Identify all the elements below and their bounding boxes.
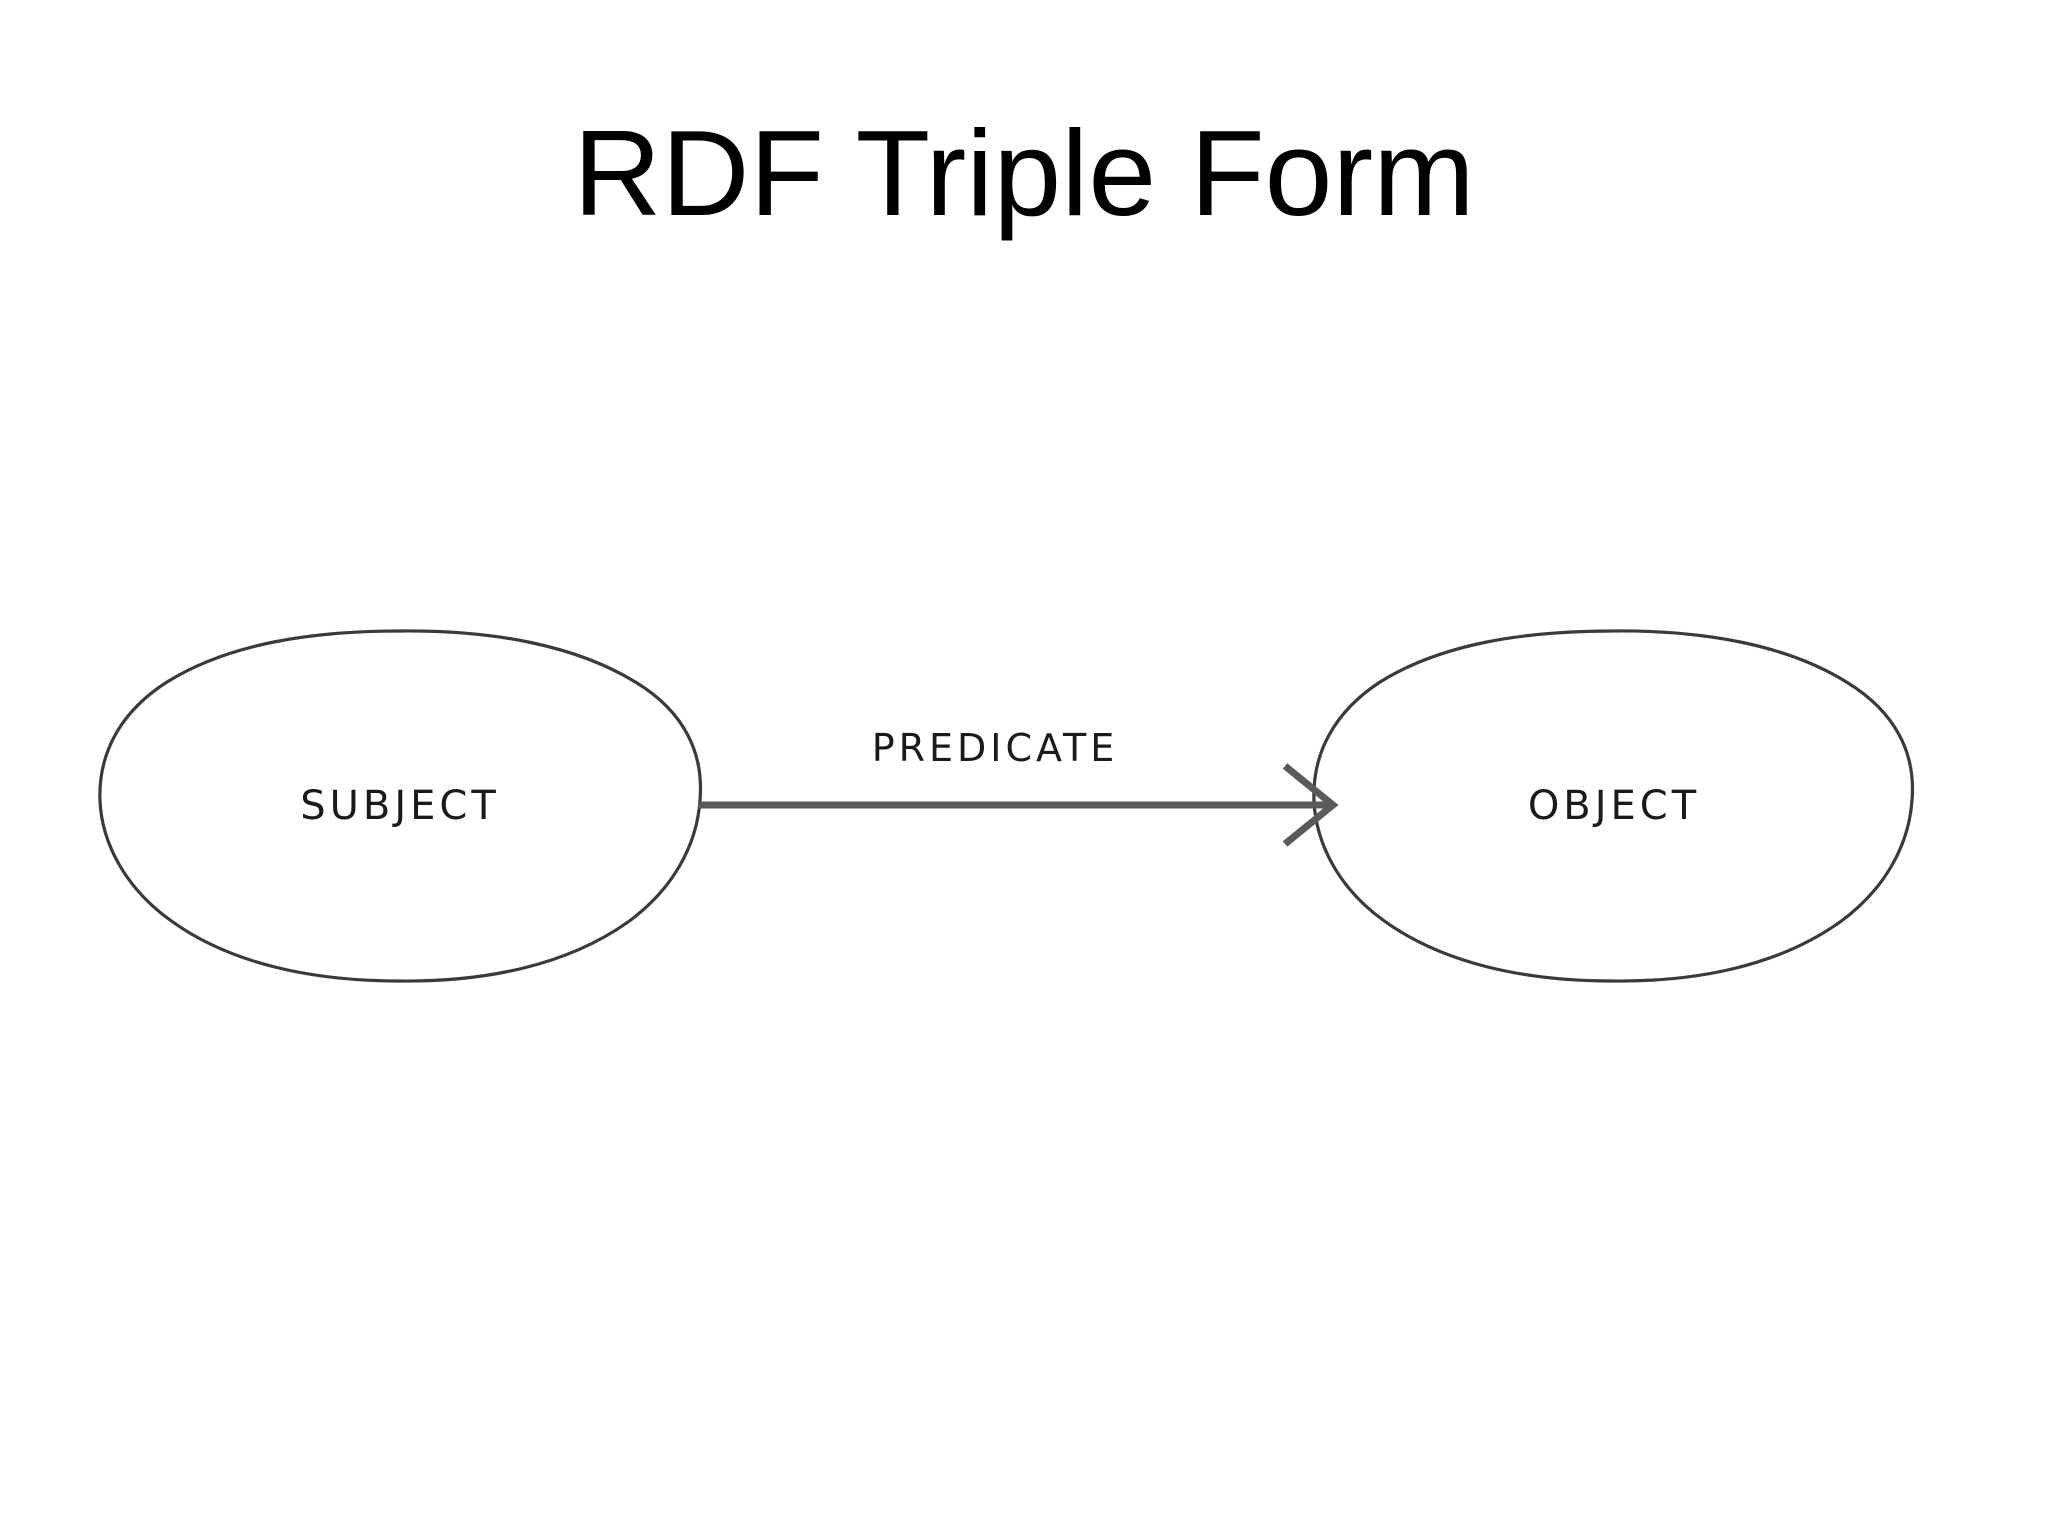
object-ellipse-shape[interactable] <box>1312 629 1915 983</box>
subject-node-label: SUBJECT <box>300 783 500 829</box>
subject-ellipse-shape[interactable] <box>98 629 703 983</box>
page-title: RDF Triple Form <box>573 105 1475 241</box>
predicate-edge-label: PREDICATE <box>871 726 1119 770</box>
object-node-label: OBJECT <box>1527 783 1701 829</box>
predicate-arrowhead-icon <box>1282 763 1339 847</box>
